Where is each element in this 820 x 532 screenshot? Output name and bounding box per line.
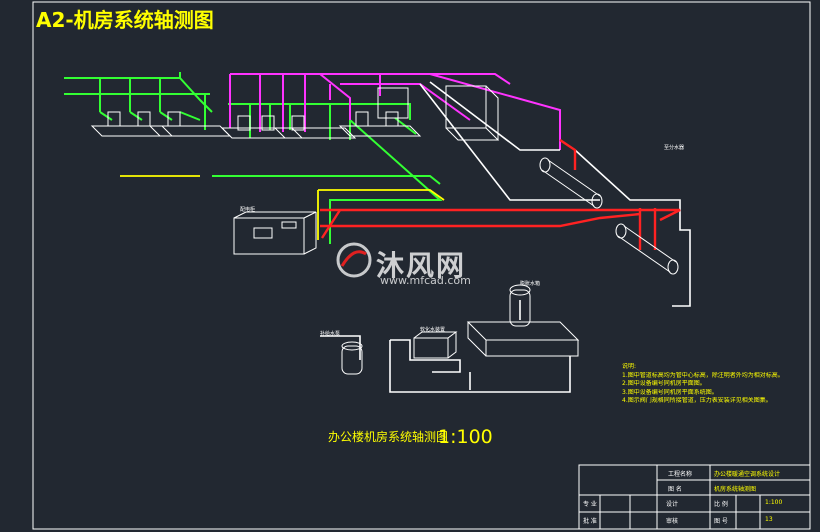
tb-scale-value: 1:100 xyxy=(765,499,783,506)
cabinet-label: 配电柜 xyxy=(240,207,256,213)
drawing-caption: 办公楼机房系统轴测图 xyxy=(328,430,449,444)
design-notes: 说明: 1.图中管道标高均为管中心标高，除注明者外均为相对标高。 2.图中设备编… xyxy=(622,363,802,406)
tb-drawing-name-value: 机房系统轴测图 xyxy=(714,486,757,493)
collector-vessels xyxy=(539,157,679,275)
white-pipe-network xyxy=(320,81,691,393)
softener-unit xyxy=(341,331,458,375)
drawing-title: A2-机房系统轴测图 xyxy=(36,8,214,32)
note-line: 4.图示阀门规格同所接管道，压力表安装详见相关图集。 xyxy=(622,397,772,404)
softener-label: 软化水装置 xyxy=(420,327,446,333)
tb-scale-label: 比 例 xyxy=(714,501,728,508)
tb-project-value: 办公楼暖通空调系统设计 xyxy=(714,471,781,478)
watermark: 沐风网 www.mfcad.com xyxy=(334,240,471,287)
tb-number-value: 13 xyxy=(765,516,773,523)
note-line: 说明: xyxy=(622,363,637,370)
supply-label: 至分水器 xyxy=(664,145,685,151)
red-pipe-network xyxy=(320,139,681,250)
sheet-frame xyxy=(32,1,811,530)
tb-number-label: 图 号 xyxy=(714,518,728,525)
expansion-tank-platform xyxy=(466,284,580,357)
tb-approve-label: 批 准 xyxy=(583,518,597,525)
note-line: 1.图中管道标高均为管中心标高，除注明者外均为相对标高。 xyxy=(622,371,784,379)
note-line: 2.图中设备编号同机房平面图。 xyxy=(622,380,706,387)
makeup-label: 补给水泵 xyxy=(320,331,341,337)
heat-exchanger xyxy=(445,85,500,141)
watermark-logo-icon xyxy=(336,242,372,278)
green-pipe-network xyxy=(64,72,443,244)
title-block xyxy=(578,464,811,530)
tb-drawing-name-label: 图 名 xyxy=(668,486,682,493)
drawing-scale: 1:100 xyxy=(438,426,493,448)
tb-check-label: 审核 xyxy=(666,518,679,525)
magenta-pipe-network xyxy=(229,73,561,150)
control-cabinet xyxy=(233,211,317,255)
yellow-pipe-network xyxy=(120,175,445,240)
tb-design-label: 设计 xyxy=(666,501,679,508)
tank-label: 膨胀水箱 xyxy=(520,281,541,287)
note-line: 3.图中设备编号同机房平面系统图。 xyxy=(622,388,718,396)
tb-major-label: 专 业 xyxy=(583,501,597,508)
watermark-name: 沐风网 xyxy=(376,249,467,282)
chiller-units xyxy=(90,87,422,139)
watermark-url: www.mfcad.com xyxy=(380,274,471,287)
tb-project-label: 工程名称 xyxy=(668,471,693,478)
